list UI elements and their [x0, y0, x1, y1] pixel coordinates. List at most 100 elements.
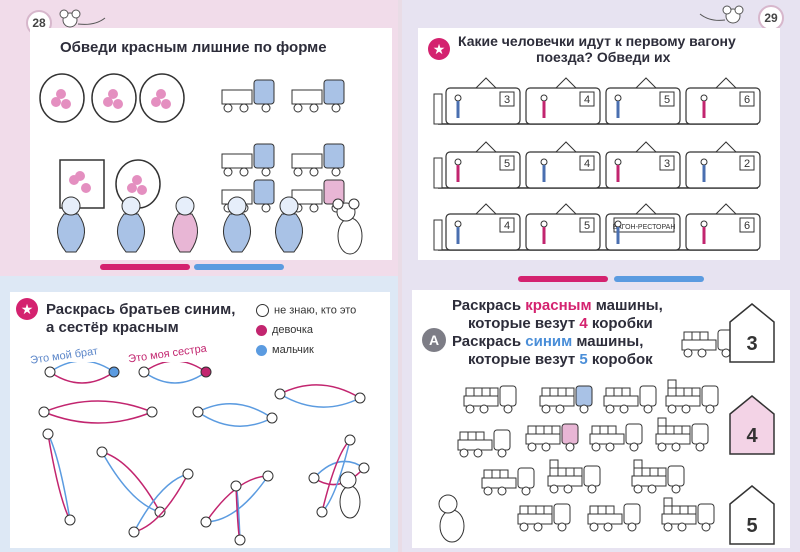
- truck-9[interactable]: [481, 467, 535, 496]
- sibling-circle[interactable]: [138, 366, 150, 378]
- sibling-circle[interactable]: [234, 534, 246, 546]
- mouse-illustration-3: [439, 509, 465, 543]
- sibling-circle[interactable]: [354, 392, 366, 404]
- sibling-arrows-diagram: [38, 362, 370, 546]
- train-car-0-1[interactable]: 4: [525, 77, 601, 125]
- task4-line1-pre: Раскрась: [452, 297, 526, 314]
- train-car-2-3[interactable]: 6: [685, 203, 761, 251]
- vase-3[interactable]: [172, 196, 198, 253]
- arrow-4: [47, 433, 71, 521]
- sibling-circle[interactable]: [266, 412, 278, 424]
- train-car-1-1[interactable]: 4: [525, 141, 601, 189]
- truck-t1-1[interactable]: [221, 79, 275, 113]
- sibling-circle[interactable]: [316, 506, 328, 518]
- truck-14[interactable]: [661, 497, 715, 532]
- vase-5[interactable]: [275, 196, 303, 253]
- sibling-circle[interactable]: [146, 406, 158, 418]
- task1-illustration: [39, 73, 363, 255]
- train-car-2-2[interactable]: ВАГОН-РЕСТОРАН: [605, 203, 681, 251]
- truck-7[interactable]: [589, 423, 643, 452]
- train-car-0-0[interactable]: 3: [445, 77, 521, 125]
- truck-6[interactable]: [525, 423, 579, 452]
- cherry-oval-4[interactable]: [115, 159, 161, 209]
- cherry-oval-1[interactable]: [39, 73, 85, 123]
- train-car-1-0[interactable]: 5: [445, 141, 521, 189]
- house-number: 5: [746, 515, 757, 537]
- task4-line3-post: машины,: [572, 333, 644, 350]
- train-car-2-1[interactable]: 5: [525, 203, 601, 251]
- vase-2[interactable]: [117, 196, 145, 253]
- task4-line1: Раскрась красным машины,: [452, 298, 663, 314]
- truck-t1-4[interactable]: [291, 143, 345, 177]
- cherry-oval-2[interactable]: [91, 73, 137, 123]
- sibling-circle[interactable]: [308, 472, 320, 484]
- arrow-back-6: [133, 473, 189, 533]
- sibling-circle[interactable]: [230, 480, 242, 492]
- truck-5[interactable]: [457, 429, 511, 458]
- sibling-circle[interactable]: [154, 506, 166, 518]
- sibling-circle[interactable]: [42, 428, 54, 440]
- sibling-circle[interactable]: [344, 434, 356, 446]
- train-car-label: 5: [664, 94, 670, 106]
- arrow-back-3: [197, 411, 273, 427]
- house-4[interactable]: 4: [729, 395, 775, 455]
- task4-line4-pre: которые везут: [468, 351, 580, 368]
- sibling-circle[interactable]: [96, 446, 108, 458]
- vase-4[interactable]: [223, 196, 251, 253]
- arrow-6: [133, 473, 189, 533]
- task4-line4-num: 5: [579, 351, 588, 368]
- task4-line2-num: 4: [579, 315, 588, 332]
- trucks-illustration: 3 4 5: [438, 303, 775, 545]
- truck-t1-2[interactable]: [291, 79, 345, 113]
- sibling-circle[interactable]: [128, 526, 140, 538]
- truck-13[interactable]: [587, 503, 641, 532]
- truck-3[interactable]: [603, 385, 657, 414]
- house-5[interactable]: 5: [729, 485, 775, 545]
- arrow-3: [197, 403, 273, 419]
- sibling-circle[interactable]: [274, 388, 286, 400]
- train-car-1-2[interactable]: 3: [605, 141, 681, 189]
- sibling-circle[interactable]: [182, 468, 194, 480]
- train-car-label: 3: [664, 158, 670, 170]
- sibling-circle[interactable]: [64, 514, 76, 526]
- sibling-circle[interactable]: [200, 516, 212, 528]
- sibling-circle[interactable]: [262, 470, 274, 482]
- sibling-circle[interactable]: [108, 366, 120, 378]
- sibling-circle[interactable]: [38, 406, 50, 418]
- sibling-circle[interactable]: [200, 366, 212, 378]
- truck-8[interactable]: [655, 417, 709, 452]
- truck-1[interactable]: [463, 385, 517, 414]
- sibling-circle[interactable]: [192, 406, 204, 418]
- house-3[interactable]: 3: [729, 303, 775, 363]
- train-car-0-3[interactable]: 6: [685, 77, 761, 125]
- sibling-circle[interactable]: [358, 462, 370, 474]
- task4-line3-pre: Раскрась: [452, 333, 526, 350]
- arrow-back-2: [43, 411, 153, 424]
- truck-2[interactable]: [539, 385, 593, 414]
- cherry-oval-3[interactable]: [139, 73, 185, 123]
- arrow-1: [143, 362, 207, 373]
- truck-0[interactable]: [681, 329, 735, 358]
- truck-4[interactable]: [665, 379, 719, 414]
- task4-line3: Раскрась синим машины,: [452, 334, 643, 350]
- train-car-label: ВАГОН-РЕСТОРАН: [613, 224, 676, 231]
- truck-11[interactable]: [631, 459, 685, 494]
- task1-title: Обведи красным лишние по форме: [60, 39, 327, 56]
- train-car-0-2[interactable]: 5: [605, 77, 681, 125]
- vase-1[interactable]: [57, 196, 85, 253]
- blue-pencil: [194, 264, 284, 270]
- truck-t1-3[interactable]: [221, 143, 275, 177]
- train-car-1-3[interactable]: 2: [685, 141, 761, 189]
- house-number: 4: [746, 425, 758, 447]
- girl-dot-icon: [256, 324, 267, 336]
- sibling-circle[interactable]: [44, 366, 56, 378]
- truck-10[interactable]: [547, 459, 601, 494]
- mouse-illustration-1: [332, 198, 363, 255]
- task2-title-line1: Какие человечки идут к первому вагону: [458, 33, 736, 49]
- house-number: 3: [746, 333, 757, 355]
- truck-12[interactable]: [517, 503, 571, 532]
- train-car-label: 4: [584, 94, 590, 106]
- star-icon: ★: [428, 38, 450, 60]
- train-car-2-0[interactable]: 4: [445, 203, 521, 251]
